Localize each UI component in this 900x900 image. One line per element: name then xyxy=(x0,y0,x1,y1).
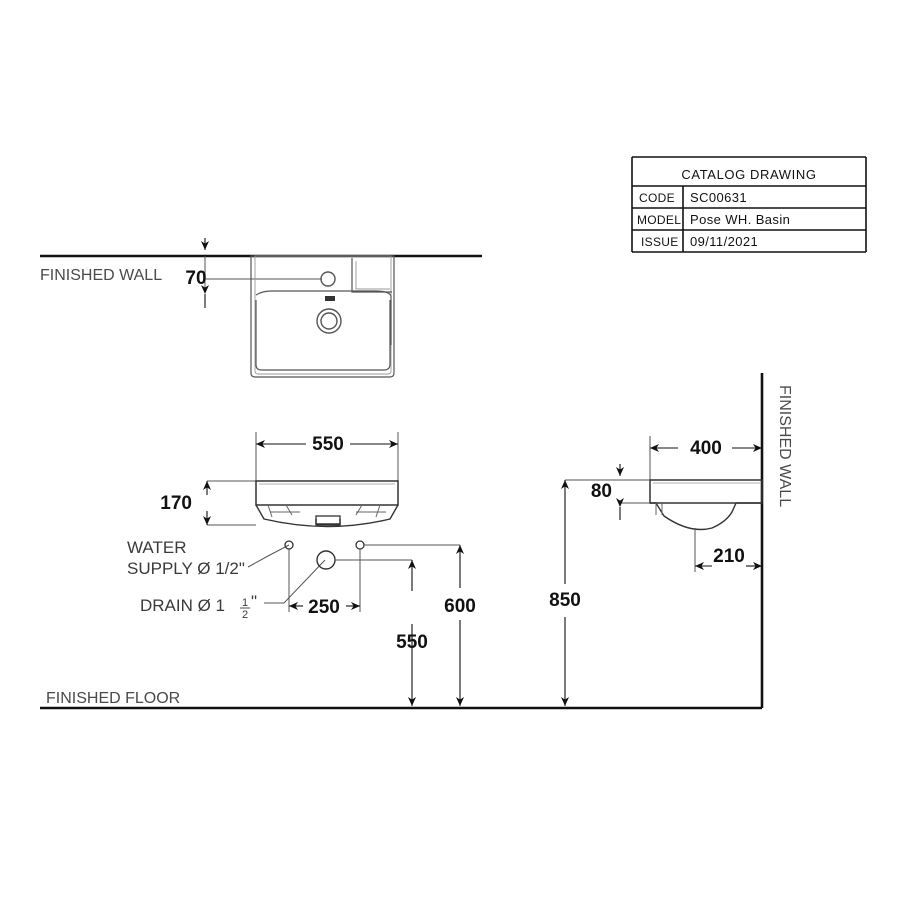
plan-view: FINISHED WALL 70 xyxy=(40,238,482,378)
plan-drain-inner xyxy=(320,312,338,330)
plan-finished-wall-label: FINISHED WALL xyxy=(40,267,162,284)
finished-floor-label: FINISHED FLOOR xyxy=(46,690,180,707)
front-dim170-value: 170 xyxy=(160,493,192,514)
dim250-value: 250 xyxy=(308,597,340,618)
front-elevation-view: 550 170 xyxy=(160,432,399,528)
drain-leader xyxy=(264,559,326,604)
side-elevation-view: FINISHED WALL 400 80 210 xyxy=(549,373,793,708)
plan-drain-outer xyxy=(316,308,342,334)
front-drain-outlet xyxy=(315,515,341,526)
front-basin-underside xyxy=(255,504,399,528)
front-drain-boss xyxy=(315,519,341,525)
drain-fraction-denominator: 2 xyxy=(242,609,248,621)
plan-overflow-slot xyxy=(325,296,335,301)
side-dim80-value: 80 xyxy=(591,481,612,502)
supply-point-right xyxy=(355,540,365,550)
water-supply-leader xyxy=(247,544,290,568)
front-basin-rim xyxy=(255,480,399,506)
title-block: CATALOG DRAWING CODE SC00631 MODEL Pose … xyxy=(631,156,867,253)
plan-basin-inner-offset xyxy=(254,255,392,375)
drain-label-prefix: DRAIN Ø 1 xyxy=(140,596,225,615)
title-block-label-code: CODE xyxy=(639,191,675,205)
title-block-heading: CATALOG DRAWING xyxy=(681,167,816,182)
drain-label-suffix: " xyxy=(251,592,257,611)
plan-dim70-value: 70 xyxy=(185,268,206,289)
front-dim550-value: 550 xyxy=(312,434,344,455)
plan-bowl-outline xyxy=(255,300,391,371)
side-finished-wall-label: FINISHED WALL xyxy=(776,385,793,507)
plan-bowl-upper-edge xyxy=(255,290,392,345)
water-supply-label-line2: SUPPLY Ø 1/2" xyxy=(127,559,245,578)
side-basin-rim xyxy=(649,479,763,504)
title-block-value-model: Pose WH. Basin xyxy=(690,212,790,227)
front-basin-underside-detail xyxy=(267,504,381,518)
title-block-value-code: SC00631 xyxy=(690,190,747,205)
plan-shelf-notch-inner xyxy=(355,261,390,290)
dim550-value: 550 xyxy=(396,632,428,653)
drain-point xyxy=(316,550,336,570)
title-block-label-model: MODEL xyxy=(637,213,681,227)
finished-floor: FINISHED FLOOR xyxy=(40,690,762,710)
water-supply-label-line1: WATER xyxy=(127,538,187,557)
side-overflow-detail xyxy=(655,503,663,515)
drain-fraction-numerator: 1 xyxy=(242,597,248,609)
side-dim850-value: 850 xyxy=(549,590,581,611)
side-dim400-value: 400 xyxy=(690,438,722,459)
plan-tap-hole xyxy=(320,271,336,287)
rough-in-layout: WATER SUPPLY Ø 1/2" DRAIN Ø 1 1 2 " 250 xyxy=(127,538,476,706)
side-dim210-value: 210 xyxy=(713,546,745,567)
plan-basin-outline xyxy=(250,255,395,378)
title-block-label-issue: ISSUE xyxy=(641,235,679,249)
side-bowl-profile xyxy=(650,502,737,531)
title-block-value-issue: 09/11/2021 xyxy=(690,234,758,249)
dim600-value: 600 xyxy=(444,596,476,617)
plan-shelf-notch xyxy=(351,258,392,293)
